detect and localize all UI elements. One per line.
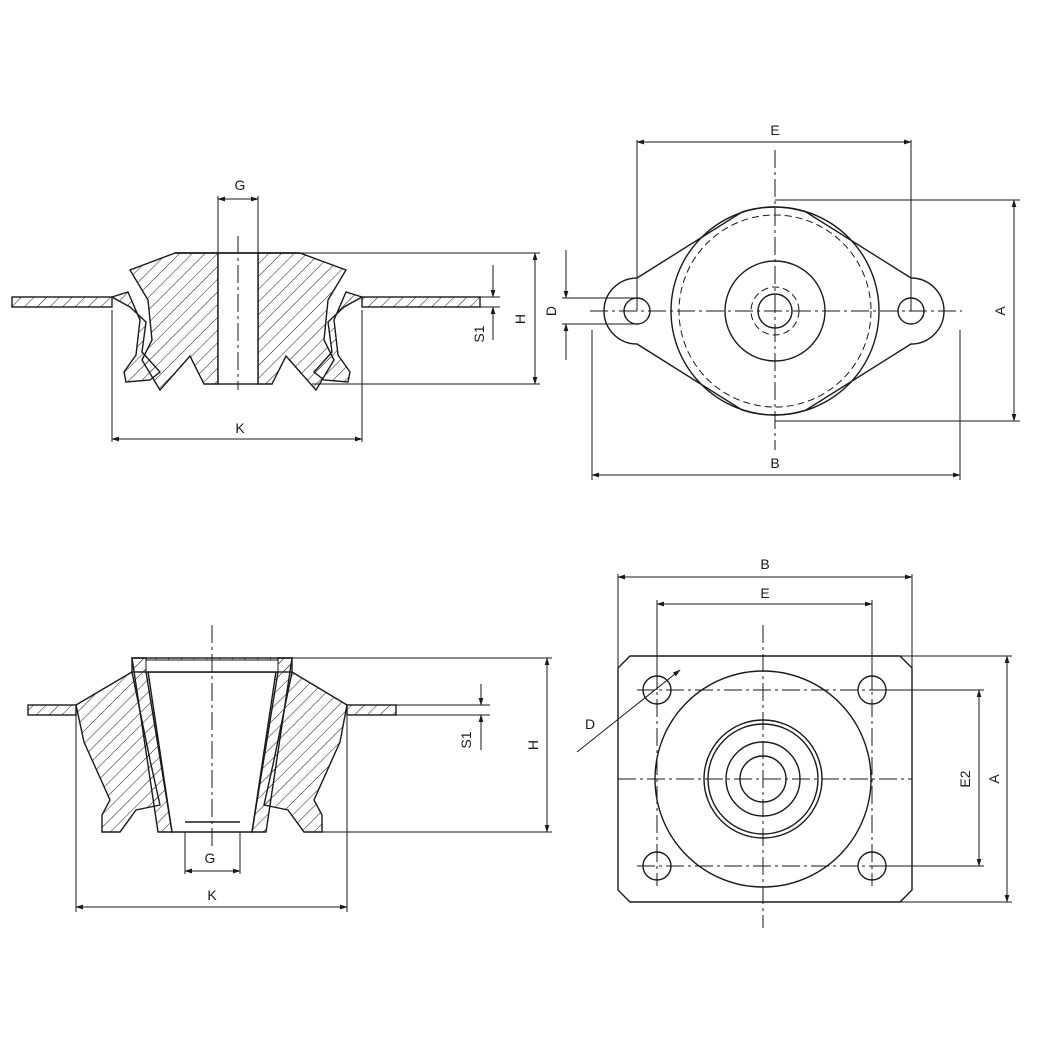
oval-mount-section-view: G H S1 K bbox=[11, 177, 540, 442]
square-mount-section-view: H S1 G K bbox=[27, 625, 552, 912]
label-h: H bbox=[512, 314, 528, 324]
flange-left bbox=[27, 704, 77, 716]
square-mount-top-view: B E A E2 D bbox=[576, 556, 1012, 928]
label-a: A bbox=[992, 306, 1008, 316]
label-a: A bbox=[986, 774, 1002, 784]
flange-left bbox=[11, 296, 113, 308]
label-e2: E2 bbox=[957, 770, 973, 787]
label-k: K bbox=[235, 420, 245, 436]
label-s1: S1 bbox=[471, 325, 487, 342]
label-d: D bbox=[543, 306, 559, 316]
label-h: H bbox=[525, 740, 541, 750]
label-b: B bbox=[770, 455, 779, 471]
label-b: B bbox=[760, 556, 769, 572]
label-g: G bbox=[205, 850, 216, 866]
bore bbox=[145, 671, 279, 833]
label-g: G bbox=[235, 177, 246, 193]
label-e: E bbox=[760, 585, 769, 601]
label-e: E bbox=[770, 122, 779, 138]
flange-right bbox=[361, 296, 481, 308]
dim-d-leader bbox=[576, 669, 681, 753]
label-d: D bbox=[585, 716, 595, 732]
label-s1: S1 bbox=[458, 731, 474, 748]
oval-mount-top-view: E A B D bbox=[543, 122, 1020, 480]
label-k: K bbox=[207, 887, 217, 903]
flange-right bbox=[346, 704, 397, 716]
